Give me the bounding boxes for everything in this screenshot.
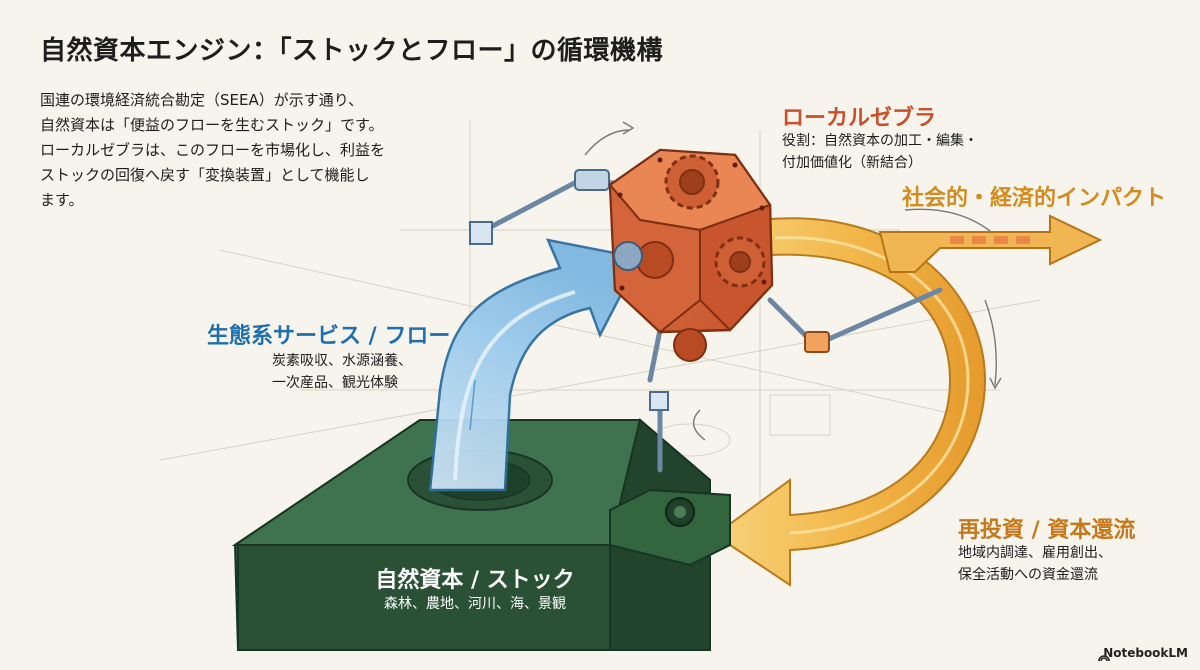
intro-line: ローカルゼブラは、このフローを市場化し、利益を — [40, 141, 386, 159]
ecosystem-flow-arrow — [428, 238, 642, 492]
impact-title: 社会的・経済的インパクト — [902, 186, 1167, 211]
reinvest-return-loop — [713, 217, 987, 587]
local-zebra-title: ローカルゼブラ — [782, 106, 937, 131]
intro-paragraph: 国連の環境経済統合勘定（SEEA）が示す通り、 自然資本は「便益のフローを生むス… — [40, 88, 420, 213]
reinvest-title: 再投資 / 資本還流 — [958, 518, 1136, 543]
local-zebra-description: 役割：自然資本の加工・編集・ 付加価値化（新結合） — [782, 130, 978, 174]
intro-line: 自然資本は「便益のフローを生むストック」です。 — [40, 116, 384, 134]
ecosystem-services-title: 生態系サービス / フロー — [207, 324, 451, 349]
notebooklm-logo-icon — [1098, 655, 1110, 662]
rod-joint — [469, 221, 493, 245]
stock-label: 自然資本 / ストック 森林、農地、河川、海、景観 — [240, 0, 710, 670]
rod-joint — [804, 331, 830, 353]
local-zebra-line: 付加価値化（新結合） — [782, 155, 922, 171]
reinvest-line: 保全活動への資金還流 — [958, 567, 1098, 583]
intro-line: ます。 — [40, 191, 84, 209]
impact-arrow — [878, 214, 1103, 273]
ecosystem-line: 炭素吸収、水源涵養、 — [272, 353, 412, 369]
brand-label: NotebookLM — [1103, 646, 1188, 660]
local-zebra-line: 役割：自然資本の加工・編集・ — [782, 133, 978, 149]
natural-capital-stock-title: 自然資本 / ストック — [375, 568, 575, 593]
ecosystem-line: 一次産品、観光体験 — [272, 375, 398, 391]
intro-line: ストックの回復へ戻す「変換装置」として機能し — [40, 166, 370, 184]
rod-joint — [649, 391, 669, 411]
rod-joint — [574, 169, 610, 191]
ecosystem-services-description: 炭素吸収、水源涵養、 一次産品、観光体験 — [272, 350, 412, 394]
page-title: 自然資本エンジン：「ストックとフロー」の循環機構 — [40, 36, 664, 66]
natural-capital-stock-description: 森林、農地、河川、海、景観 — [384, 596, 566, 612]
local-zebra-engine — [608, 148, 774, 362]
reinvest-description: 地域内調達、雇用創出、 保全活動への資金還流 — [958, 542, 1112, 586]
intro-line: 国連の環境経済統合勘定（SEEA）が示す通り、 — [40, 91, 364, 109]
reinvest-line: 地域内調達、雇用創出、 — [958, 545, 1112, 561]
